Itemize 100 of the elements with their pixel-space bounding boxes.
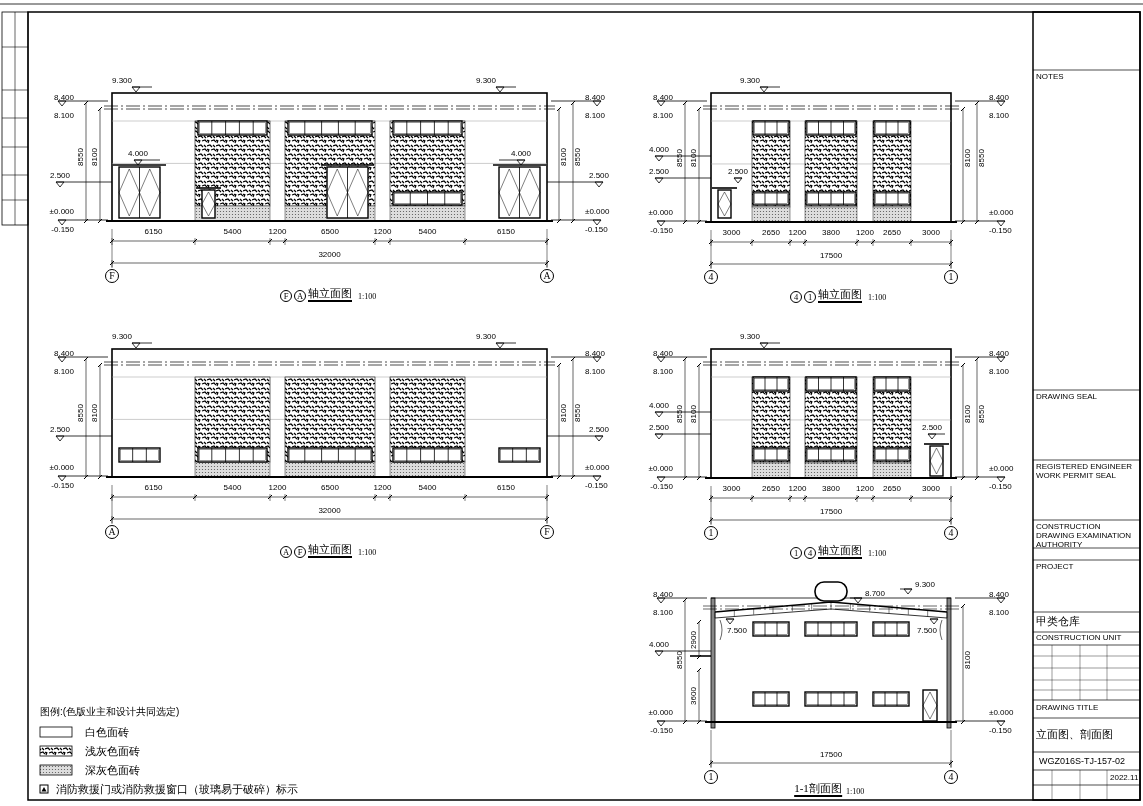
level-text: -0.150 <box>650 227 673 235</box>
level-text: -0.150 <box>585 482 608 490</box>
dimension-text: 3000 <box>922 485 940 493</box>
level-text: 8.400 <box>585 350 606 358</box>
dimension-text: 1200 <box>788 229 807 237</box>
level-text: 8.100 <box>652 368 673 376</box>
level-text: 8.700 <box>865 590 885 598</box>
dimension-text: 5400 <box>418 484 437 492</box>
title-block-text: 甲类仓库 <box>1036 615 1081 628</box>
dimension-text: 8100 <box>964 404 972 423</box>
view-title: 轴立面图 <box>818 289 862 303</box>
title-block-text: DRAWING SEAL <box>1036 393 1099 402</box>
level-text: 8.400 <box>652 350 673 358</box>
level-text: 2.500 <box>649 168 669 176</box>
level-text: 4.000 <box>128 150 148 158</box>
dimension-text: 1200 <box>856 485 874 493</box>
level-text: ±0.000 <box>49 208 74 216</box>
level-text: -0.150 <box>650 727 673 735</box>
level-text: 8.400 <box>989 350 1010 358</box>
level-text: ±0.000 <box>989 709 1014 717</box>
dimension-text: 8100 <box>91 148 99 166</box>
legend-text: 白色面砖 <box>85 726 129 738</box>
level-text: ±0.000 <box>648 709 673 717</box>
level-text: 8.400 <box>53 350 74 358</box>
dimension-text: 8550 <box>77 148 85 166</box>
scale-text: 1:100 <box>358 293 377 301</box>
level-text: 7.500 <box>917 627 937 635</box>
level-text: -0.150 <box>989 483 1012 491</box>
level-text: 8.400 <box>652 94 673 102</box>
level-text: 8.100 <box>53 112 74 120</box>
level-text: 8.100 <box>652 112 673 120</box>
level-text: -0.150 <box>585 226 608 234</box>
level-text: 9.300 <box>915 581 935 589</box>
dimension-text: 6500 <box>321 484 339 492</box>
dimension-text: 8550 <box>676 148 684 167</box>
dimension-text: 3800 <box>822 229 840 237</box>
scale-text: 1:100 <box>868 294 887 302</box>
level-text: 2.500 <box>50 172 70 180</box>
axis-bubble: A <box>105 525 119 539</box>
level-text: ±0.000 <box>585 464 610 472</box>
dimension-text: 8100 <box>964 148 972 167</box>
legend-text: 消防救援门或消防救援窗口（玻璃易于破碎）标示 <box>56 783 298 795</box>
dimension-text: 5400 <box>418 228 437 236</box>
dimension-text: 17500 <box>819 252 843 260</box>
level-text: 4.000 <box>511 150 531 158</box>
axis-bubble: 4 <box>790 291 802 303</box>
title-block-text: NOTES <box>1036 73 1065 82</box>
dimension-text: 1200 <box>373 228 392 236</box>
level-text: 9.300 <box>476 77 496 85</box>
dimension-text: 1200 <box>788 485 807 493</box>
dimension-text: 8550 <box>978 404 986 423</box>
axis-bubble: 1 <box>704 770 718 784</box>
title-block-text: REGISTERED ENGINEER WORK PERMIT SEAL <box>1036 463 1133 481</box>
dimension-text: 8550 <box>676 651 684 669</box>
level-text: -0.150 <box>650 483 673 491</box>
axis-bubble: F <box>294 546 306 558</box>
title-block-text: PROJECT <box>1036 563 1075 572</box>
dimension-text: 2650 <box>762 229 780 237</box>
dimension-text: 8100 <box>690 148 698 167</box>
scale-text: 1:100 <box>868 550 887 558</box>
dimension-text: 2650 <box>762 485 780 493</box>
dimension-text: 8100 <box>690 404 698 423</box>
level-text: 4.000 <box>649 146 669 154</box>
level-text: -0.150 <box>51 226 74 234</box>
dimension-text: 5400 <box>223 484 242 492</box>
level-text: 2.500 <box>50 426 70 434</box>
view-title: 轴立面图 <box>308 288 352 302</box>
level-text: 2.500 <box>649 424 669 432</box>
level-text: ±0.000 <box>989 209 1014 217</box>
view-title: 1-1剖面图 <box>794 783 842 797</box>
axis-bubble: 4 <box>704 270 718 284</box>
axis-bubble: 4 <box>944 770 958 784</box>
dimension-text: 8100 <box>91 404 99 422</box>
dimension-text: 8550 <box>574 404 582 422</box>
level-text: 8.100 <box>585 368 606 376</box>
level-text: 8.100 <box>989 368 1010 376</box>
drawing-title: 立面图、剖面图 <box>1036 728 1113 740</box>
level-text: 9.300 <box>740 333 760 341</box>
dimension-text: 3000 <box>922 229 940 237</box>
level-text: 8.400 <box>989 591 1010 599</box>
level-text: 8.400 <box>585 94 606 102</box>
axis-bubble: F <box>105 269 119 283</box>
dimension-text: 8100 <box>964 651 972 669</box>
dimension-text: 1200 <box>856 229 874 237</box>
title-block-text: CONSTRUCTION DRAWING EXAMINATION AUTHORITY <box>1036 523 1133 550</box>
axis-bubble: 1 <box>944 270 958 284</box>
level-text: 8.100 <box>652 609 673 617</box>
view-title: 轴立面图 <box>818 545 862 559</box>
axis-bubble: 4 <box>944 526 958 540</box>
dimension-text: 17500 <box>819 508 843 516</box>
title-block-text: CONSTRUCTION UNIT <box>1036 634 1123 643</box>
level-text: 8.100 <box>989 609 1010 617</box>
level-text: 8.400 <box>989 94 1010 102</box>
scale-text: 1:100 <box>846 788 865 796</box>
level-text: 8.100 <box>585 112 606 120</box>
dimension-text: 2900 <box>690 631 698 649</box>
dimension-text: 3000 <box>722 229 741 237</box>
drawing-number: WGZ016S-TJ-157-02 <box>1039 756 1126 766</box>
level-text: ±0.000 <box>989 465 1014 473</box>
level-text: 8.400 <box>53 94 74 102</box>
